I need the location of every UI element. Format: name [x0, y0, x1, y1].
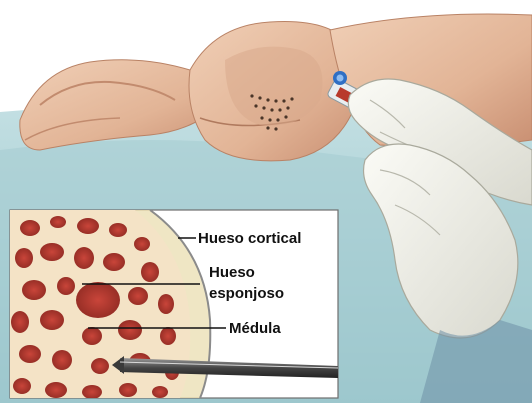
- label-marrow: Médula: [229, 320, 281, 337]
- bone-cross-section-inset: Hueso cortical Hueso esponjoso Médula: [10, 210, 338, 399]
- label-cortical-bone: Hueso cortical: [198, 230, 301, 247]
- label-spongy-bone-line1: Hueso: [209, 264, 255, 281]
- label-spongy-bone-line2: esponjoso: [209, 285, 284, 302]
